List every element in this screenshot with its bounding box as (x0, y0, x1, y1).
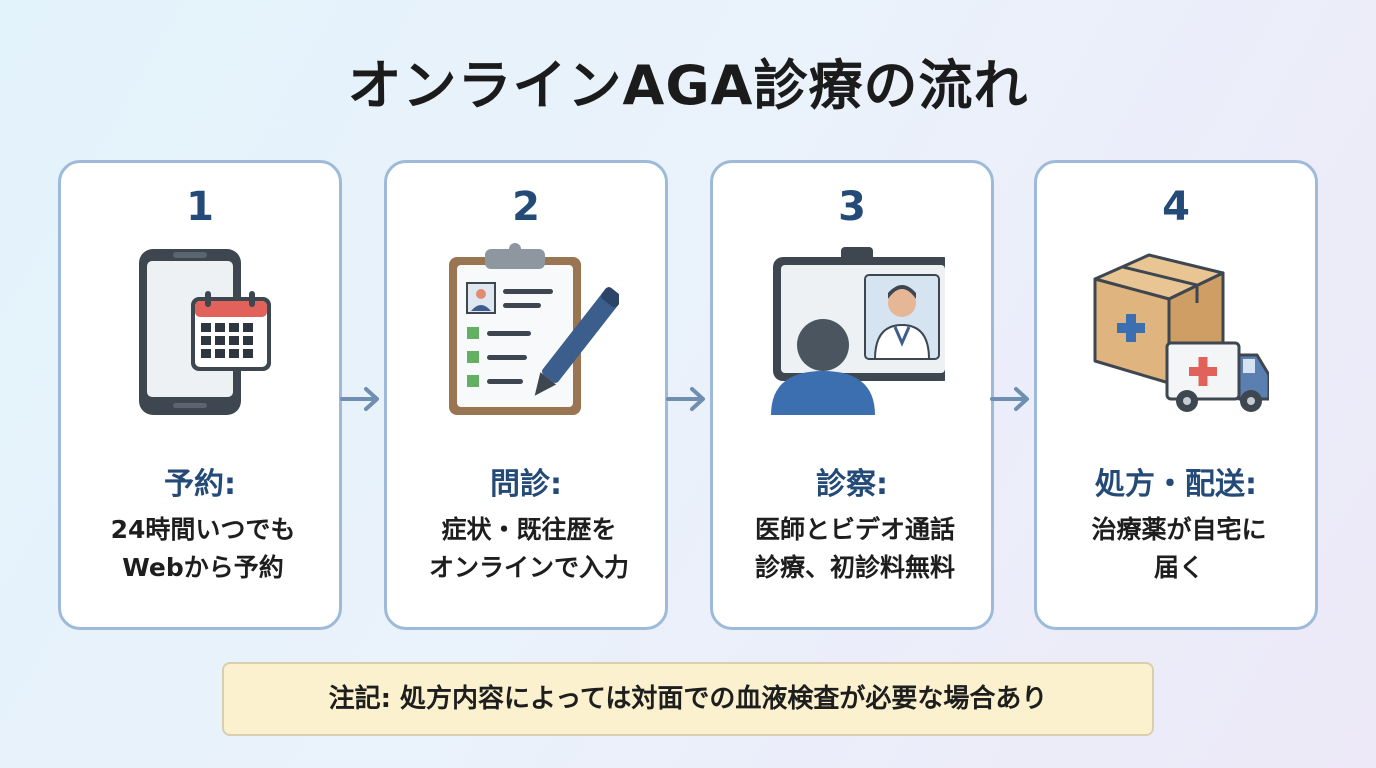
step-card-3: 3 診察: 医師とビデオ通話 診療、初診料無料 (710, 160, 994, 630)
step-description-line: 医師とビデオ通話 (754, 515, 955, 544)
arrow-right-icon (340, 387, 379, 411)
step-description: 24時間いつでも Webから予約 (67, 511, 339, 587)
step-card-2: 2 問診: 症状・既往歴を オンラインで入力 (384, 160, 668, 630)
step-number: 4 (1162, 184, 1190, 230)
step-number: 2 (512, 184, 540, 230)
package-delivery-icon (1093, 253, 1269, 412)
step-heading: 処方・配送: (1095, 467, 1257, 502)
arrow-right-icon (666, 387, 705, 411)
smartphone-calendar-icon (139, 249, 271, 415)
note-box: 注記: 処方内容によっては対面での血液検査が必要な場合あり (222, 662, 1154, 736)
step-description-line: オンラインで入力 (428, 553, 629, 582)
step-number: 1 (186, 184, 214, 230)
step-description-line: 診療、初診料無料 (754, 553, 955, 582)
step-description-line: 症状・既往歴を (441, 515, 617, 544)
step-card-1: 1 予約: 24時間いつでも Webから予約 (58, 160, 342, 630)
step-description: 症状・既往歴を オンラインで入力 (393, 511, 665, 587)
step-description: 医師とビデオ通話 診療、初診料無料 (719, 511, 991, 587)
arrow-right-icon (990, 387, 1029, 411)
step-card-4: 4 処方・配送: 治療薬が自宅に 届く (1034, 160, 1318, 630)
step-description: 治療薬が自宅に 届く (1043, 511, 1315, 587)
step-heading: 診察: (816, 467, 888, 502)
page-title: オンラインAGA診療の流れ (347, 54, 1029, 117)
step-description-line: 届く (1153, 553, 1204, 582)
clipboard-pen-icon (449, 243, 619, 415)
step-description-line: Webから予約 (122, 553, 284, 582)
step-description-line: 24時間いつでも (110, 515, 296, 544)
step-heading: 問診: (490, 467, 562, 502)
video-consultation-icon (771, 247, 945, 415)
step-description-line: 治療薬が自宅に (1091, 515, 1267, 544)
step-number: 3 (838, 184, 866, 230)
step-heading: 予約: (164, 467, 236, 502)
